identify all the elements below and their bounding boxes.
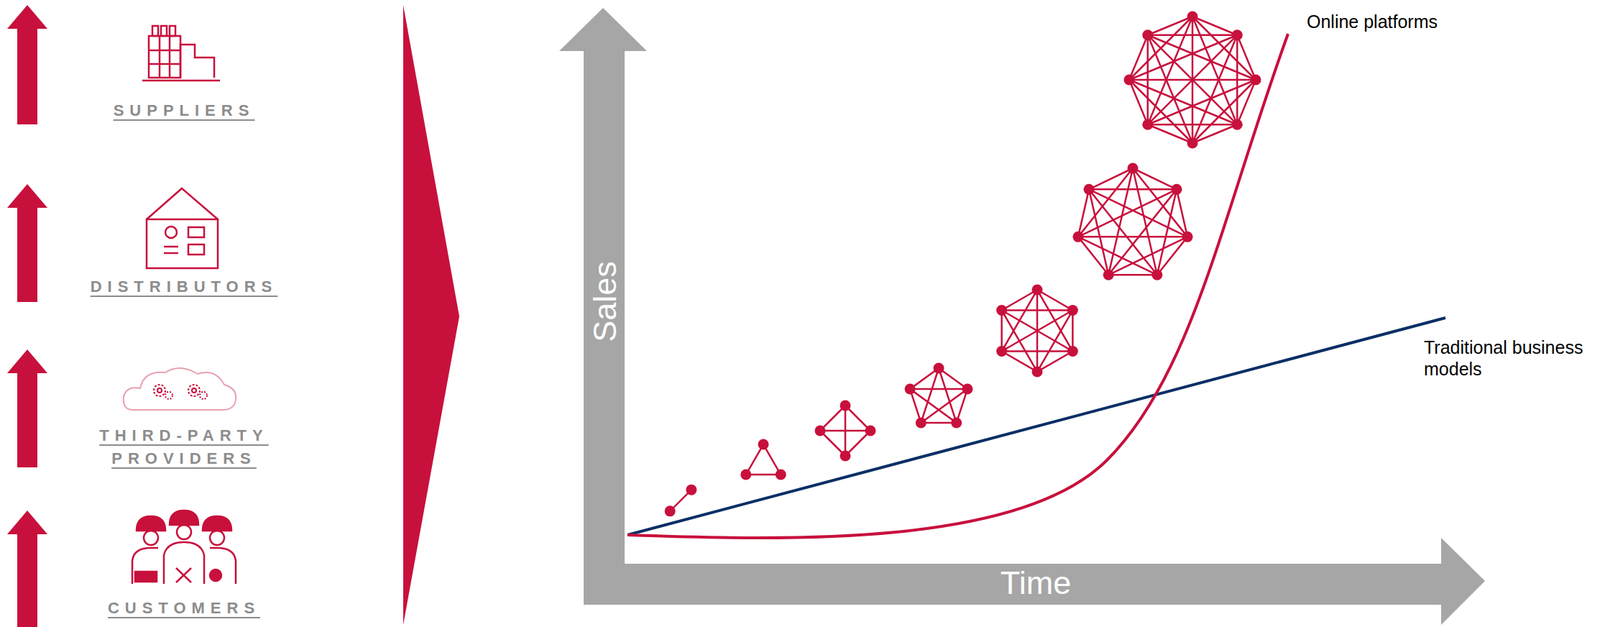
series-label: Online platforms — [1306, 10, 1438, 33]
network-dot — [1142, 119, 1153, 131]
network-link — [1001, 310, 1074, 352]
network-dot — [1124, 74, 1135, 86]
gear-icons — [153, 384, 208, 399]
network-dot — [915, 416, 927, 428]
axis-label: Time — [1000, 566, 1071, 599]
network-link — [820, 429, 871, 432]
network-link — [1129, 79, 1193, 144]
network-dot — [1067, 304, 1079, 316]
category-label: THIRD-PARTY PROVIDERS — [76, 424, 292, 471]
network-dot — [1032, 366, 1043, 378]
network-dot — [840, 400, 852, 412]
network-link — [1176, 189, 1188, 237]
network-dot — [815, 425, 826, 437]
network-link — [1088, 189, 1188, 237]
series-label: Traditional business models — [1423, 336, 1586, 380]
cloud-icon — [123, 368, 236, 410]
axis-label: Sales — [587, 260, 621, 343]
network-link — [1147, 35, 1193, 144]
network-link — [1078, 189, 1177, 237]
category-label: CUSTOMERS — [40, 596, 328, 620]
chevron — [403, 5, 460, 625]
category-label: DISTRIBUTORS — [40, 275, 328, 299]
network-link — [1147, 79, 1256, 125]
warehouse-icon — [146, 188, 218, 269]
network-link — [1078, 168, 1133, 237]
network-dot — [758, 439, 770, 450]
network-link — [1132, 168, 1177, 190]
network-link — [909, 388, 957, 423]
network-dot — [1083, 184, 1095, 195]
network-dot — [840, 450, 852, 462]
network-dot — [775, 469, 787, 481]
network-dot — [1103, 269, 1115, 281]
network-dot — [1170, 184, 1182, 195]
network-dot — [961, 383, 973, 395]
network-dot — [1072, 231, 1084, 243]
network-link — [1078, 236, 1158, 275]
network-dot — [865, 425, 877, 437]
category-label: SUPPLIERS — [40, 99, 328, 123]
factory-icon — [142, 25, 220, 81]
network-dot — [933, 362, 945, 374]
network-dot — [1032, 284, 1043, 296]
network-link — [1001, 309, 1074, 312]
network-link — [909, 388, 968, 391]
network-link — [920, 388, 968, 423]
network-dot — [950, 416, 962, 428]
network-link — [1129, 79, 1238, 125]
network-link — [1147, 16, 1193, 36]
up-arrows — [7, 5, 48, 627]
network-dot — [685, 484, 697, 496]
network-link — [1078, 189, 1089, 237]
network-link — [1129, 79, 1148, 125]
network-dot — [1182, 231, 1194, 243]
network-link — [1129, 35, 1148, 80]
network-dot — [1231, 119, 1243, 131]
network-link — [1000, 310, 1003, 352]
network-link — [1129, 35, 1238, 80]
network-dot — [1067, 345, 1079, 357]
network-link — [1078, 235, 1188, 238]
network-dot — [1250, 74, 1262, 86]
network-link — [1192, 124, 1238, 144]
network-link — [1001, 310, 1074, 352]
network-link — [1001, 289, 1038, 311]
network-link — [1147, 35, 1150, 125]
network-link — [1037, 351, 1073, 373]
network-dot — [904, 383, 916, 395]
network-dot — [1127, 163, 1139, 174]
network-graphs — [664, 11, 1262, 517]
network-dot — [1142, 29, 1153, 41]
network-link — [1088, 189, 1109, 275]
platform-curve — [627, 33, 1289, 538]
network-link — [1108, 236, 1188, 275]
network-link — [920, 368, 939, 423]
network-link — [1147, 123, 1238, 126]
network-link — [1157, 236, 1188, 275]
network-dot — [1151, 269, 1163, 281]
network-link — [938, 368, 957, 423]
network-dot — [1187, 11, 1199, 23]
network-link — [1001, 310, 1038, 373]
network-dot — [1187, 138, 1199, 149]
network-dot — [996, 345, 1008, 357]
network-dot — [740, 469, 752, 481]
network-dot — [664, 505, 676, 517]
network-link — [1071, 310, 1074, 352]
network-dot — [1231, 29, 1243, 41]
network-link — [1001, 350, 1074, 353]
network-dot — [996, 304, 1008, 316]
network-link — [1088, 188, 1177, 191]
axes — [559, 7, 1485, 625]
network-link — [1108, 273, 1158, 277]
network-link — [1088, 168, 1133, 190]
network-link — [1147, 34, 1238, 37]
workers-icon — [132, 510, 236, 584]
